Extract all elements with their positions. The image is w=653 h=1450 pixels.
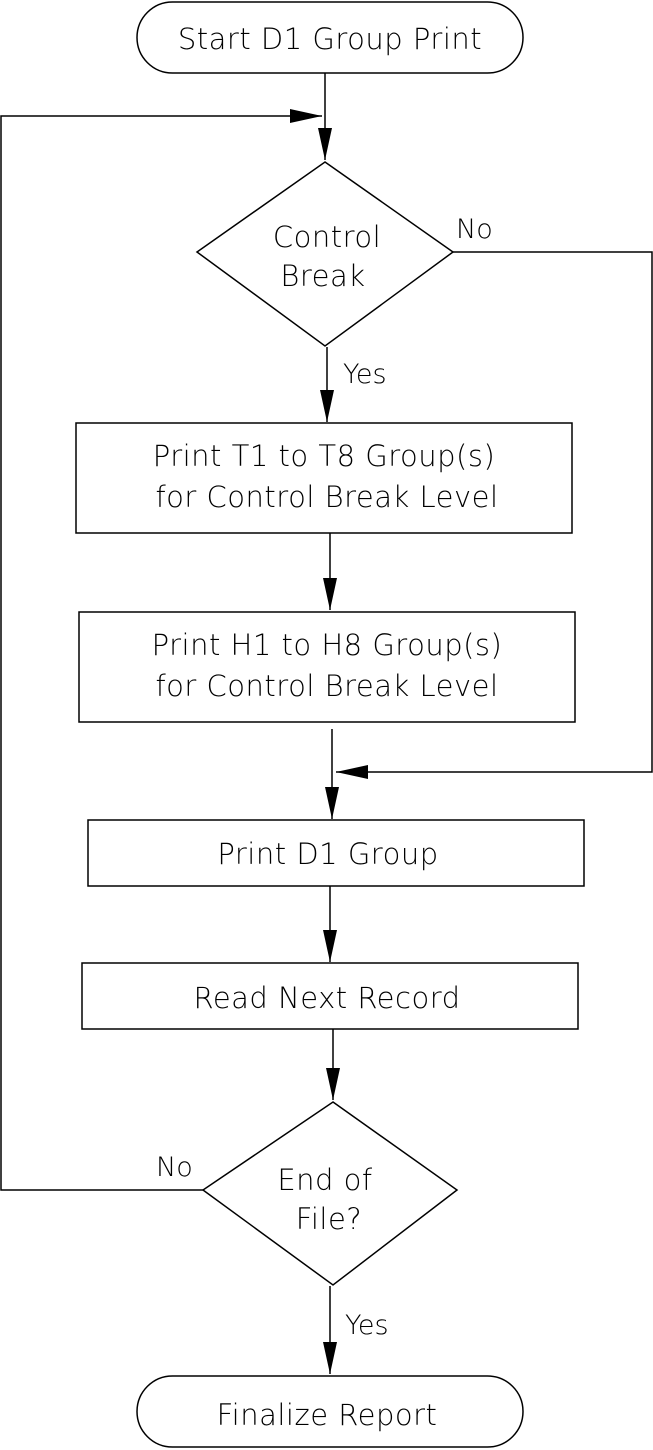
print-headers-label-line1: Print H1 to H8 Group(s) <box>152 628 503 662</box>
arrowhead-into-print-totals <box>320 390 334 422</box>
print-detail-label: Print D1 Group <box>217 837 438 871</box>
finalize-label: Finalize Report <box>217 1398 438 1432</box>
start-terminator <box>136 1 524 74</box>
print-headers-box <box>78 611 576 723</box>
arrowhead-into-finalize <box>323 1342 337 1374</box>
control-break-yes-label: Yes <box>343 359 387 390</box>
print-headers-label-line2: for Control Break Level <box>155 669 498 703</box>
arrowhead-into-control-break <box>318 128 332 160</box>
end-of-file-label-line1: End of <box>277 1163 373 1197</box>
finalize-terminator <box>136 1375 524 1448</box>
end-of-file-label-line2: File? <box>296 1202 362 1236</box>
control-break-diamond <box>195 161 455 347</box>
arrowhead-into-print-detail <box>325 787 339 819</box>
arrowhead-into-print-headers <box>323 578 337 610</box>
print-totals-label-line1: Print T1 to T8 Group(s) <box>153 439 496 473</box>
read-next-box <box>81 962 579 1030</box>
end-of-file-yes-label: Yes <box>345 1310 389 1341</box>
start-label: Start D1 Group Print <box>178 22 482 56</box>
print-totals-box <box>75 422 573 534</box>
end-of-file-no-label: No <box>156 1152 193 1183</box>
control-break-label-line2: Break <box>280 259 365 293</box>
arrowhead-bypass-join <box>336 765 368 779</box>
connector-end-of-file-no-loop <box>0 115 322 1191</box>
control-break-no-label: No <box>456 214 493 245</box>
arrowhead-into-end-of-file <box>326 1068 340 1100</box>
print-detail-box <box>87 819 585 887</box>
read-next-label: Read Next Record <box>193 981 460 1015</box>
control-break-label-line1: Control <box>273 220 381 254</box>
end-of-file-diamond <box>201 1101 459 1286</box>
print-totals-label-line2: for Control Break Level <box>155 480 498 514</box>
connector-control-break-no <box>336 251 653 773</box>
arrowhead-loop-return <box>290 109 322 123</box>
arrowhead-into-read-next <box>323 930 337 962</box>
